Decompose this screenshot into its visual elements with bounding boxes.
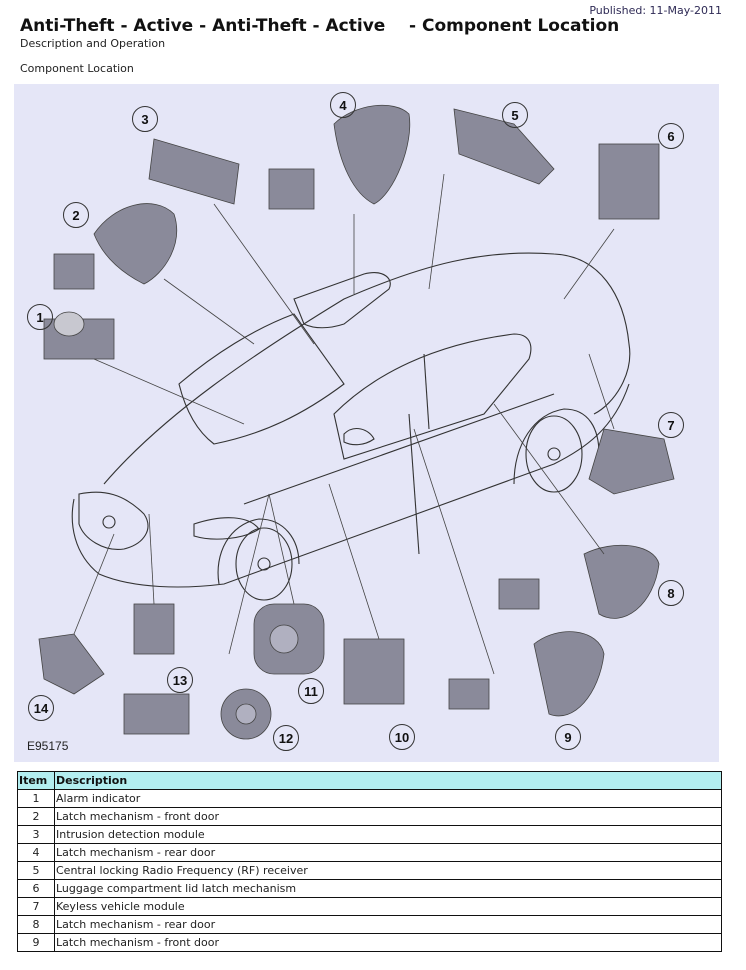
item-description: Latch mechanism - front door [54, 807, 722, 826]
item-description: Luggage compartment lid latch mechanism [54, 879, 722, 898]
item-description: Central locking Radio Frequency (RF) rec… [54, 861, 722, 880]
column-header-item: Item [17, 771, 55, 790]
page-subtitle: Description and Operation [20, 37, 166, 50]
component-location-figure: 1 2 3 4 5 6 7 8 9 10 11 12 13 14 E95175 [14, 84, 719, 762]
column-header-description: Description [54, 771, 722, 790]
section-label: Component Location [20, 62, 134, 75]
item-number: 6 [17, 879, 55, 898]
callout-1: 1 [27, 304, 53, 330]
item-number: 8 [17, 915, 55, 934]
item-description: Latch mechanism - rear door [54, 843, 722, 862]
item-description: Keyless vehicle module [54, 897, 722, 916]
callout-12: 12 [273, 725, 299, 751]
item-number: 4 [17, 843, 55, 862]
item-number: 7 [17, 897, 55, 916]
vehicle-illustration [38, 104, 675, 740]
callout-5: 5 [502, 102, 528, 128]
callout-11: 11 [298, 678, 324, 704]
table-header-row: Item Description [17, 771, 722, 790]
front-door-latch-part-2 [533, 631, 605, 717]
page-title: Anti-Theft - Active - Anti-Theft - Activ… [20, 16, 620, 36]
item-number: 5 [17, 861, 55, 880]
item-number: 2 [17, 807, 55, 826]
item-number: 1 [17, 789, 55, 808]
horn-14-part [38, 633, 105, 695]
callout-8: 8 [658, 580, 684, 606]
luggage-latch-part [598, 143, 660, 220]
front-door-latch-part [93, 203, 178, 285]
component-parts [38, 104, 675, 740]
item-number: 3 [17, 825, 55, 844]
leader-lines [73, 173, 615, 675]
rear-door-latch-part [333, 104, 411, 205]
keyless-module-part [588, 428, 675, 495]
item-description: Latch mechanism - front door [54, 933, 722, 952]
callout-7: 7 [658, 412, 684, 438]
sensor-13-part [133, 603, 175, 655]
rear-door-latch-part-2 [583, 544, 660, 619]
callout-2: 2 [63, 202, 89, 228]
intrusion-module-part [148, 138, 240, 205]
callout-13: 13 [167, 667, 193, 693]
callout-9: 9 [555, 724, 581, 750]
item-description: Intrusion detection module [54, 825, 722, 844]
published-date: Published: 11-May-2011 [589, 4, 722, 17]
figure-id: E95175 [27, 739, 69, 753]
callout-10: 10 [389, 724, 415, 750]
item-description: Latch mechanism - rear door [54, 915, 722, 934]
callout-14: 14 [28, 695, 54, 721]
callout-3: 3 [132, 106, 158, 132]
callout-4: 4 [330, 92, 356, 118]
callout-6: 6 [658, 123, 684, 149]
module-10-part [343, 638, 405, 705]
item-number: 9 [17, 933, 55, 952]
car-outline [71, 252, 631, 601]
item-description: Alarm indicator [54, 789, 722, 808]
